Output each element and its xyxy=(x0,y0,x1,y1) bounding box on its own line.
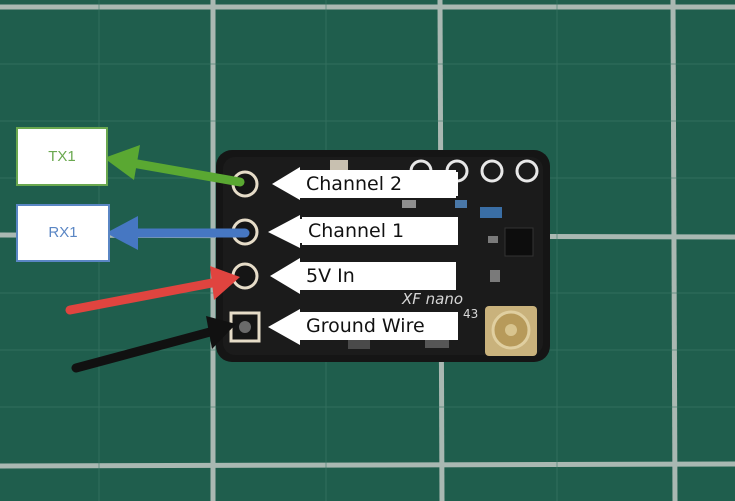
ground-wire-label: Ground Wire xyxy=(300,312,458,340)
board-silkscreen: XF nano xyxy=(401,290,463,308)
5v-in-label: 5V In xyxy=(300,262,456,290)
wire-arrows xyxy=(65,145,250,373)
tx1-box: TX1 xyxy=(16,127,108,186)
channel-1-label: Channel 1 xyxy=(302,217,458,245)
rx1-box: RX1 xyxy=(16,204,110,262)
channel-2-label: Channel 2 xyxy=(300,170,456,198)
board-silkscreen-number: 43 xyxy=(463,307,478,321)
